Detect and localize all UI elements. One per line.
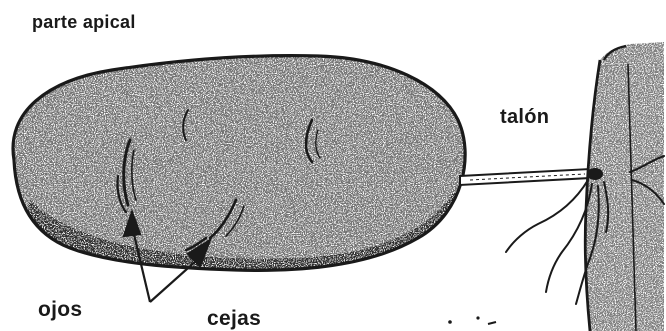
label-parte-apical: parte apical	[32, 12, 136, 33]
label-talon: talón	[500, 106, 549, 129]
label-cejas: cejas	[207, 307, 261, 331]
scan-marks	[448, 316, 496, 324]
stolon	[460, 169, 590, 185]
label-ojos: ojos	[38, 298, 82, 322]
tuber	[0, 40, 480, 280]
stem	[585, 42, 664, 331]
